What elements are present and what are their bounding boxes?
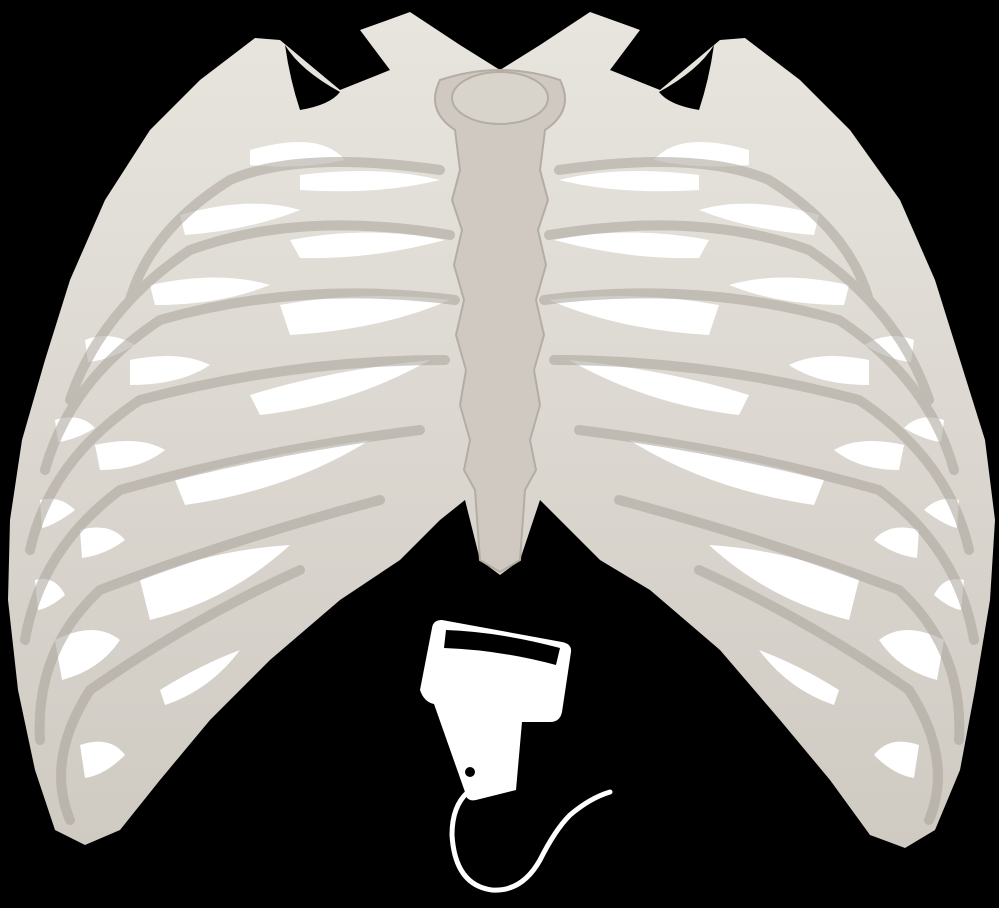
ultrasound-probe-icon: [420, 620, 610, 890]
